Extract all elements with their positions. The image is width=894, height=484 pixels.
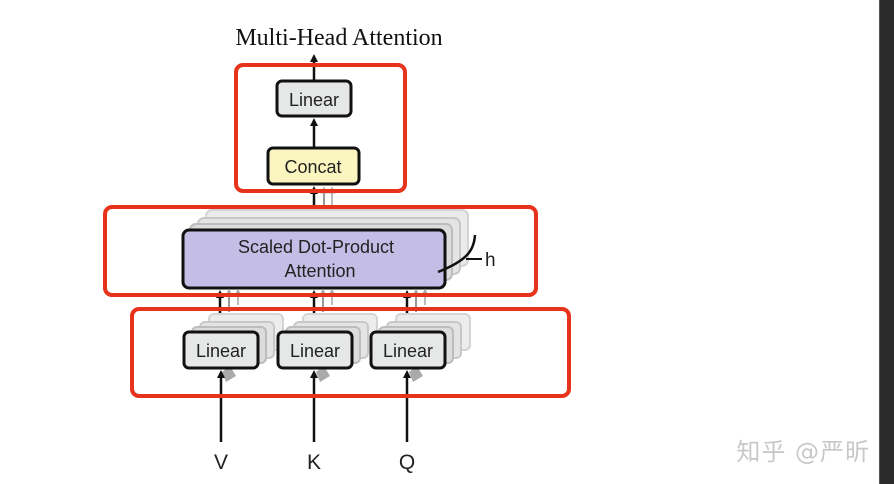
q-label: Q	[399, 451, 415, 474]
linear-q-label: Linear	[383, 341, 433, 361]
h-label: h	[485, 250, 496, 271]
linear-v-label: Linear	[196, 341, 246, 361]
linear-q-stack: Linear	[369, 313, 471, 382]
concat-block: Concat	[266, 146, 361, 186]
v-label: V	[214, 451, 228, 474]
watermark: 知乎 @严昕	[736, 438, 870, 466]
k-label: K	[307, 451, 321, 474]
highlight-box-linear	[130, 307, 571, 398]
h-bracket	[437, 234, 477, 274]
linear-v-stack: Linear	[182, 313, 284, 382]
attention-label-line1: Scaled Dot-Product	[238, 237, 394, 257]
window-edge	[879, 0, 894, 484]
top-linear-label: Linear	[289, 90, 339, 110]
attention-label-line2: Attention	[284, 261, 355, 281]
top-linear-block: Linear	[275, 79, 353, 118]
linear-k-stack: Linear	[276, 313, 378, 382]
highlight-box-output	[234, 63, 407, 193]
attention-block: Scaled Dot-Product Attention	[181, 228, 447, 290]
linear-k-label: Linear	[290, 341, 340, 361]
concat-label: Concat	[284, 157, 341, 177]
diagram-title: Multi-Head Attention	[235, 25, 442, 51]
highlight-box-attention	[103, 205, 538, 297]
